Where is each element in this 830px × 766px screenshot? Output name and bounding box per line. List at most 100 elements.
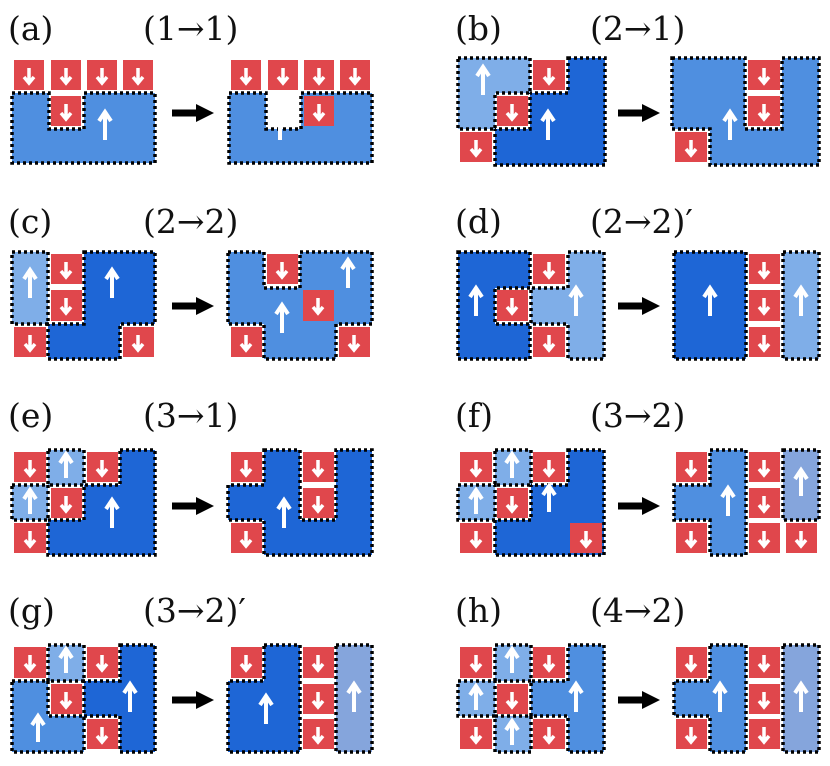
up-arrow bbox=[58, 450, 74, 478]
red-site bbox=[231, 647, 262, 678]
blue-site-light bbox=[493, 714, 533, 754]
up-arrow bbox=[468, 486, 484, 514]
after-config-f bbox=[672, 448, 821, 557]
red-site bbox=[749, 254, 780, 284]
up-arrow bbox=[568, 284, 584, 316]
panel-label-a: (a) bbox=[8, 9, 53, 48]
red-site bbox=[749, 488, 780, 518]
panel-label-b: (b) bbox=[455, 9, 502, 48]
red-site bbox=[303, 452, 334, 482]
red-site bbox=[570, 523, 602, 553]
blue-cluster bbox=[227, 91, 374, 165]
up-arrow bbox=[22, 486, 38, 514]
panel-label-e: (e) bbox=[8, 396, 53, 435]
red-site bbox=[676, 719, 707, 749]
up-arrow bbox=[540, 108, 556, 140]
before-config-c bbox=[10, 250, 157, 361]
up-arrow bbox=[504, 645, 520, 673]
up-arrow bbox=[346, 680, 362, 712]
red-site bbox=[14, 523, 46, 553]
red-site bbox=[460, 647, 492, 678]
blue-cluster bbox=[670, 56, 821, 167]
up-arrow bbox=[272, 108, 288, 140]
red-site bbox=[87, 452, 118, 482]
panel-label-g: (g) bbox=[8, 591, 55, 630]
red-site bbox=[533, 327, 565, 357]
red-site bbox=[675, 132, 707, 162]
red-site bbox=[303, 719, 334, 749]
up-arrow bbox=[504, 450, 520, 478]
after-config-h bbox=[672, 643, 821, 754]
red-site bbox=[676, 452, 707, 482]
up-arrow bbox=[340, 256, 356, 288]
panel-label-d: (d) bbox=[455, 202, 502, 241]
panel-label-c: (c) bbox=[8, 202, 52, 241]
red-site bbox=[51, 290, 82, 321]
blue-cluster-dark bbox=[456, 250, 532, 361]
up-arrow bbox=[97, 108, 113, 140]
blue-cluster-dark bbox=[226, 448, 374, 557]
red-site bbox=[533, 254, 565, 284]
red-site bbox=[87, 719, 118, 749]
panel-f: (f) (3→2) bbox=[455, 396, 821, 557]
panel-c: (c) (2→2) bbox=[8, 202, 374, 361]
up-arrow bbox=[722, 108, 738, 140]
up-arrow bbox=[104, 496, 120, 528]
up-arrow bbox=[122, 680, 138, 712]
red-site bbox=[749, 327, 780, 357]
red-site bbox=[304, 60, 334, 90]
panel-e: (e) (3→1) bbox=[8, 396, 374, 557]
red-site bbox=[14, 327, 46, 357]
up-arrow bbox=[30, 712, 46, 742]
red-site bbox=[460, 452, 492, 482]
red-site bbox=[51, 60, 81, 90]
panel-h: (h) (4→2) bbox=[455, 591, 821, 754]
red-site bbox=[87, 647, 118, 678]
red-site bbox=[460, 719, 492, 749]
red-site bbox=[303, 684, 334, 714]
blue-cluster-dark bbox=[46, 250, 157, 361]
blue-cluster-light bbox=[529, 250, 606, 361]
red-site bbox=[497, 290, 528, 321]
red-site bbox=[51, 488, 82, 518]
blue-cluster-dark bbox=[82, 643, 157, 754]
after-config-c bbox=[226, 250, 374, 361]
transition-label-h: (4→2) bbox=[590, 591, 685, 630]
after-config-a bbox=[227, 60, 374, 165]
panel-label-f: (f) bbox=[455, 396, 493, 435]
red-site bbox=[303, 290, 334, 321]
red-site bbox=[749, 719, 780, 749]
red-site bbox=[749, 290, 780, 321]
red-site bbox=[231, 327, 262, 357]
transition-label-g: (3→2)′ bbox=[143, 591, 246, 630]
up-arrow bbox=[468, 682, 484, 710]
up-arrow bbox=[276, 496, 292, 528]
up-arrow bbox=[793, 466, 809, 496]
red-site bbox=[339, 327, 370, 357]
red-site bbox=[676, 523, 707, 553]
transition-label-c: (2→2) bbox=[143, 202, 238, 241]
red-site bbox=[87, 60, 117, 90]
red-site bbox=[303, 488, 334, 518]
up-arrow bbox=[475, 63, 491, 95]
after-config-e bbox=[226, 448, 374, 557]
red-site bbox=[676, 647, 707, 678]
red-site bbox=[340, 60, 370, 90]
panel-b: (b) (2→1) bbox=[455, 9, 821, 167]
red-site bbox=[268, 60, 298, 90]
blue-cluster-mid bbox=[672, 448, 748, 557]
red-site bbox=[14, 452, 46, 482]
red-site bbox=[786, 523, 817, 553]
red-site bbox=[303, 647, 334, 678]
red-site bbox=[497, 488, 528, 518]
red-site bbox=[231, 60, 261, 90]
transition-label-a: (1→1) bbox=[143, 9, 238, 48]
after-config-b bbox=[670, 56, 821, 167]
red-site bbox=[533, 452, 565, 482]
blue-cluster-light bbox=[456, 56, 532, 131]
red-site bbox=[51, 254, 82, 284]
up-arrow bbox=[541, 482, 557, 512]
transition-arrow-f bbox=[618, 497, 660, 515]
up-arrow bbox=[702, 284, 718, 316]
up-arrow bbox=[712, 680, 728, 712]
